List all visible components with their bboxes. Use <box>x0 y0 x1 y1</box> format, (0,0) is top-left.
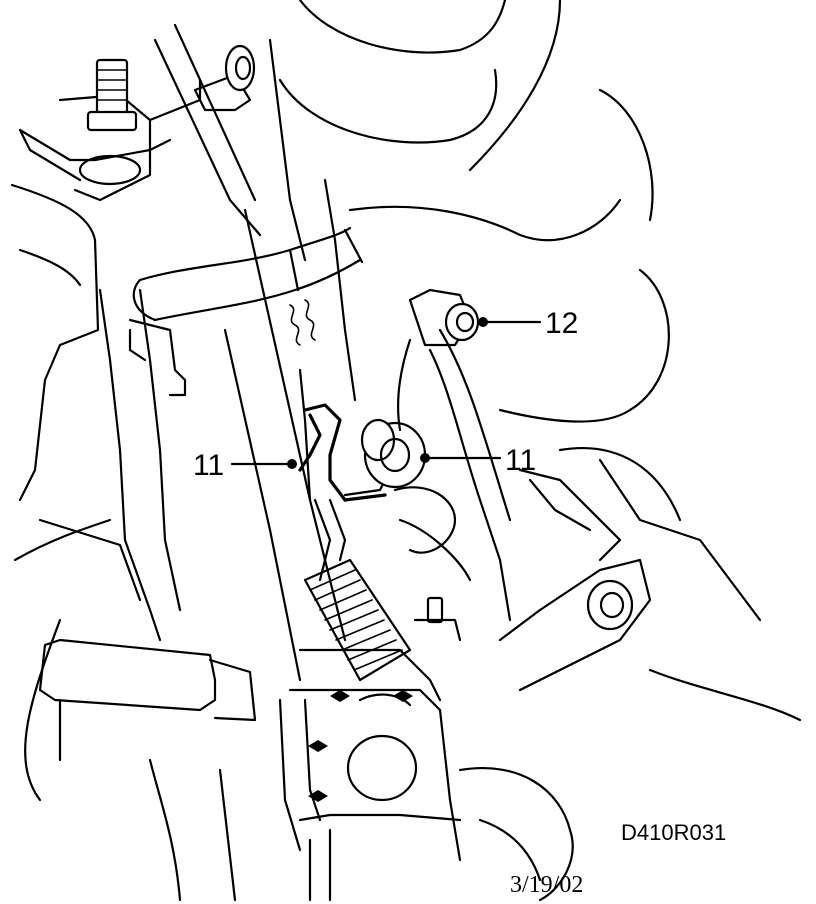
transmission-housing <box>278 648 574 902</box>
callout-12-label: 12 <box>545 307 578 340</box>
housing-upper-right <box>278 0 670 423</box>
figure-code: D410R031 <box>621 820 726 845</box>
shift-cable <box>298 368 347 582</box>
right-bracket <box>498 447 802 722</box>
callout-11-left-leader <box>230 459 297 469</box>
engine-body-outline <box>10 183 237 902</box>
callout-11-right-leader <box>420 453 502 463</box>
stud-bolt <box>86 58 138 132</box>
break-lines <box>289 299 316 346</box>
lower-stud <box>413 596 462 642</box>
frame-rail <box>153 23 357 682</box>
lever-nut <box>444 302 480 342</box>
coolant-hose <box>132 226 364 322</box>
cable-ball-joint <box>343 418 472 582</box>
bracket-bolt <box>586 579 634 631</box>
frame-nut <box>193 44 256 112</box>
mount-block <box>38 638 257 762</box>
callout-11-right-label: 11 <box>505 444 536 477</box>
callout-12-leader <box>478 317 542 327</box>
figure-date: 3/19/02 <box>510 872 583 898</box>
callout-11-left-label: 11 <box>193 449 224 482</box>
hose-clip <box>128 318 187 397</box>
